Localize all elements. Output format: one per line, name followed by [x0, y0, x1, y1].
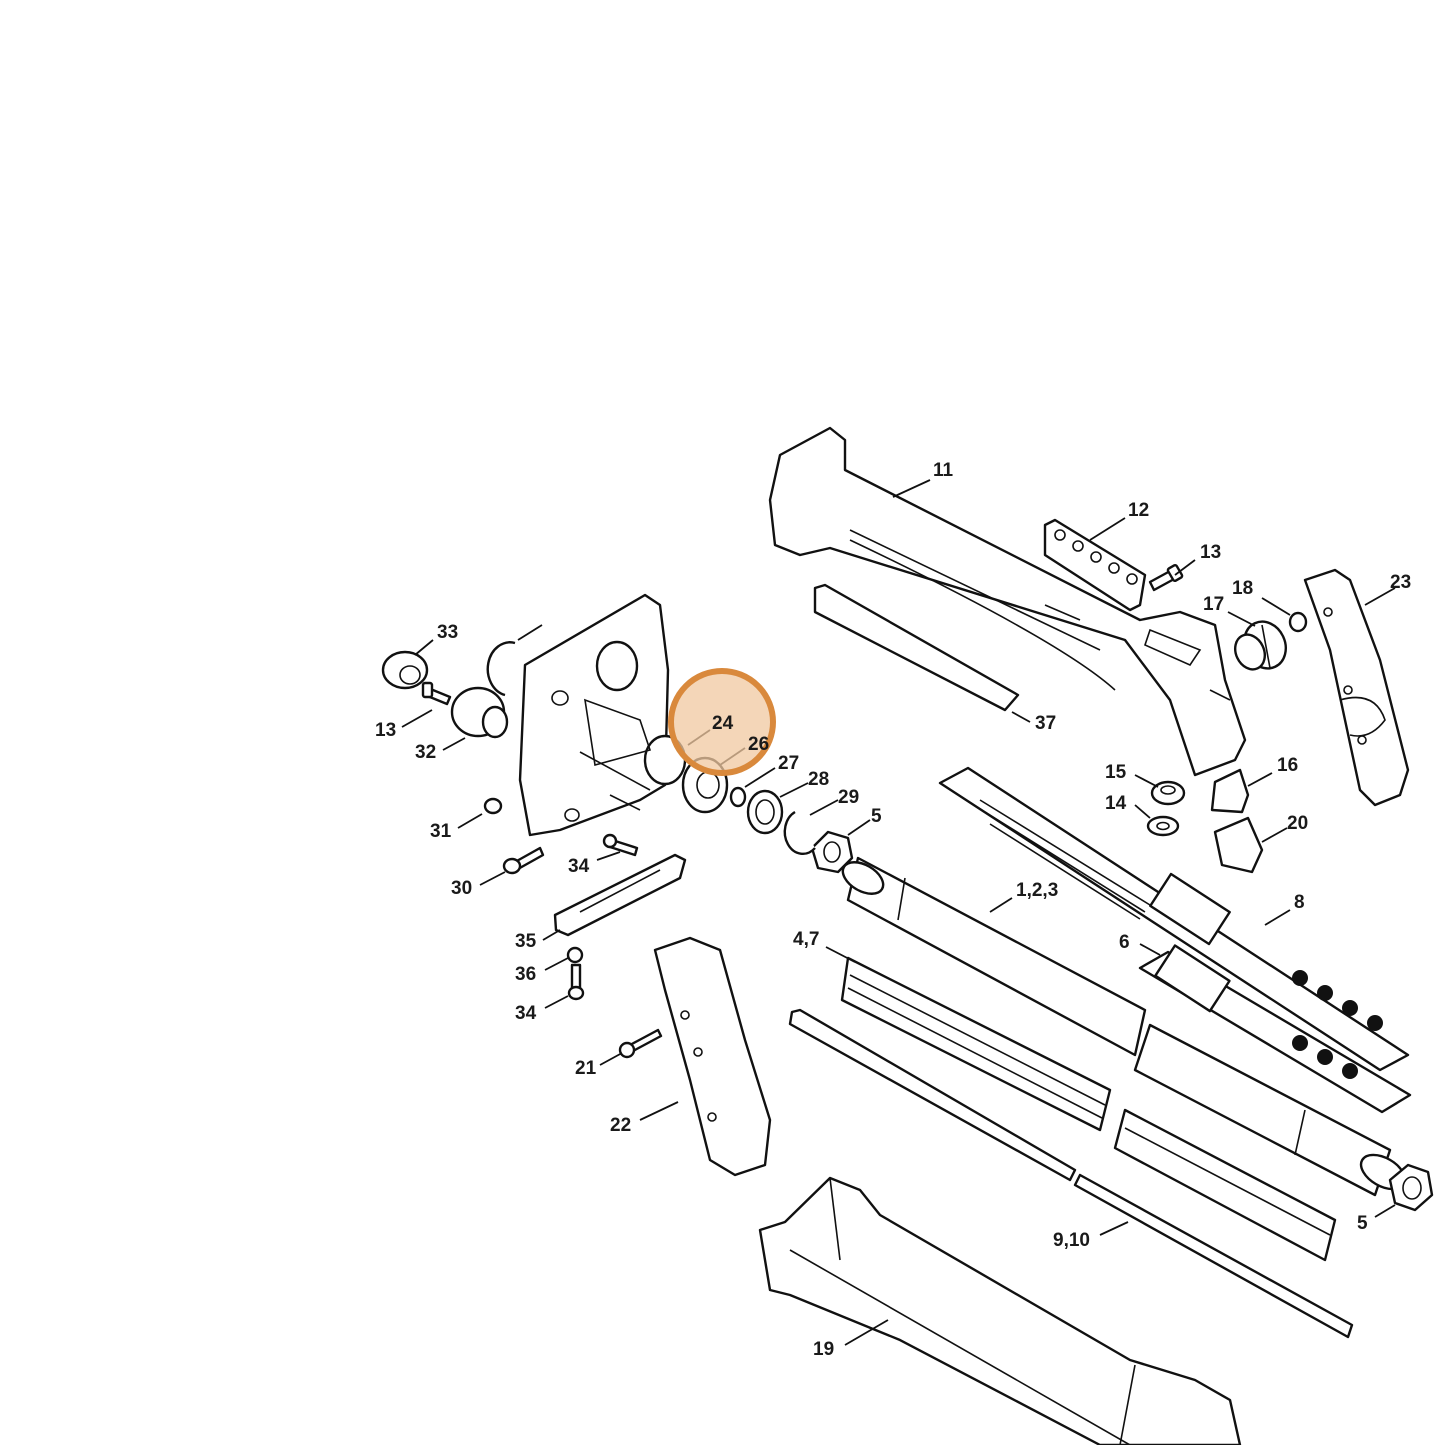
label-30: 30 — [451, 878, 472, 899]
label-4-7: 4,7 — [793, 929, 819, 950]
part-30-screw[interactable] — [502, 846, 545, 875]
label-11: 11 — [933, 460, 954, 481]
part-1-2-3-tube[interactable] — [837, 856, 1410, 1197]
label-34-lower: 34 — [515, 1003, 537, 1024]
part-16-bracket[interactable] — [1210, 768, 1250, 814]
label-20: 20 — [1287, 813, 1308, 834]
part-25-circlip[interactable] — [486, 641, 516, 697]
label-29: 29 — [838, 787, 859, 808]
part-15-nut[interactable] — [1150, 780, 1186, 806]
part-36-sleeve[interactable] — [566, 946, 584, 964]
label-37: 37 — [1035, 713, 1056, 734]
label-18: 18 — [1232, 578, 1253, 599]
label-19: 19 — [813, 1339, 834, 1360]
label-36: 36 — [515, 964, 536, 985]
label-27: 27 — [778, 753, 799, 774]
label-12: 12 — [1128, 500, 1149, 521]
label-5-upper: 5 — [871, 806, 882, 827]
part-18-pin[interactable] — [1288, 611, 1308, 633]
part-8-decal[interactable] — [938, 766, 1410, 1072]
part-19-housing-lower[interactable] — [758, 1176, 1242, 1445]
label-26: 26 — [748, 734, 769, 755]
part-23-side-handle[interactable] — [1303, 568, 1410, 807]
label-6: 6 — [1119, 932, 1130, 953]
part-22-cover[interactable] — [653, 936, 772, 1177]
part-35-bar[interactable] — [553, 853, 687, 937]
part-14-star-washer[interactable] — [1146, 815, 1180, 837]
label-33: 33 — [437, 622, 458, 643]
label-13-left: 13 — [375, 720, 396, 741]
part-13-screw-right[interactable] — [1148, 563, 1184, 592]
part-housing-cover-left[interactable] — [518, 593, 687, 837]
label-23: 23 — [1390, 572, 1411, 593]
callout-labels: 11 12 13 23 18 17 37 15 14 16 20 8 6 1,2… — [375, 460, 1411, 1360]
part-34-screw-lower[interactable] — [567, 963, 585, 1001]
part-21-screw[interactable] — [618, 1028, 663, 1059]
label-5-lower: 5 — [1357, 1213, 1368, 1234]
part-4-7-liner[interactable] — [840, 956, 1337, 1262]
part-34-screw-upper[interactable] — [602, 833, 639, 857]
label-28: 28 — [808, 769, 829, 790]
label-24: 24 — [712, 713, 734, 734]
part-5-nut-upper[interactable] — [810, 830, 854, 874]
part-5-nut-lower[interactable] — [1388, 1163, 1434, 1212]
label-14: 14 — [1105, 793, 1127, 814]
part-12-plate[interactable] — [1043, 518, 1147, 612]
part-31-screw[interactable] — [483, 797, 503, 815]
label-32: 32 — [415, 742, 436, 763]
part-11-housing-upper[interactable] — [768, 426, 1247, 777]
label-9-10: 9,10 — [1053, 1230, 1090, 1251]
part-17-damper[interactable] — [1230, 615, 1294, 675]
part-32-damper[interactable] — [450, 686, 509, 739]
label-34-upper: 34 — [568, 856, 590, 877]
label-22: 22 — [610, 1115, 631, 1136]
part-20-bracket[interactable] — [1213, 816, 1264, 874]
highlight-marker — [668, 668, 776, 776]
label-15: 15 — [1105, 762, 1127, 783]
part-27-ring[interactable] — [729, 786, 747, 808]
label-1-2-3: 1,2,3 — [1016, 880, 1058, 901]
part-13-screw-left[interactable] — [421, 681, 452, 706]
label-35: 35 — [515, 931, 537, 952]
label-13-right: 13 — [1200, 542, 1221, 563]
part-29-circlip[interactable] — [783, 810, 816, 855]
part-33-grommet[interactable] — [381, 650, 429, 690]
label-17: 17 — [1203, 594, 1224, 615]
leader-lines — [401, 479, 1396, 1346]
part-37-strip[interactable] — [813, 583, 1020, 712]
label-16: 16 — [1277, 755, 1298, 776]
part-6-decal[interactable] — [1138, 944, 1412, 1114]
part-28-washer[interactable] — [746, 789, 784, 835]
label-31: 31 — [430, 821, 452, 842]
label-21: 21 — [575, 1058, 597, 1079]
label-8: 8 — [1294, 892, 1305, 913]
part-9-10-shaft[interactable] — [788, 1008, 1354, 1339]
